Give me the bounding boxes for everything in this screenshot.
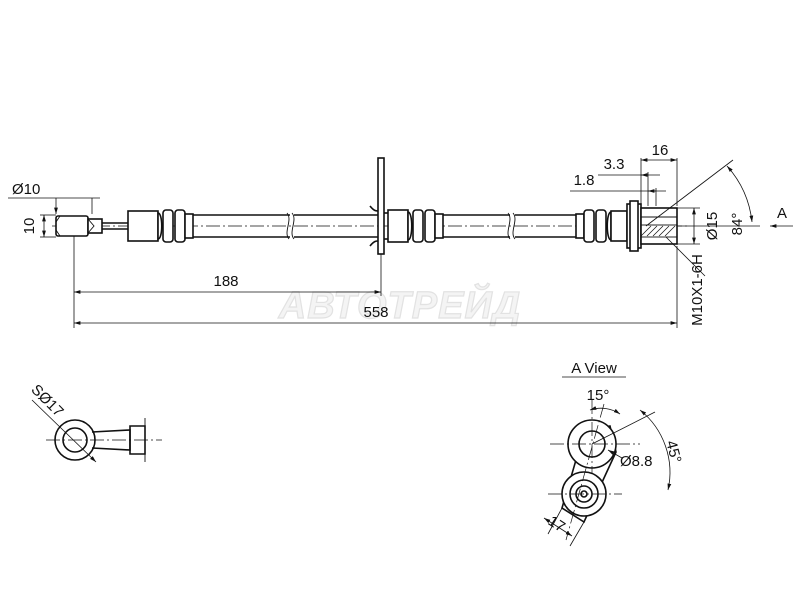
dim-w-1-8: 1.8 (574, 172, 595, 189)
section-hatch (640, 225, 676, 237)
dim-port-angle: 84° (729, 213, 746, 236)
brake-hose-assembly (52, 157, 690, 255)
watermark: АВТОТРЕЙД (278, 282, 521, 327)
a-view-angle-top: 15° (587, 387, 610, 404)
dim-thread: M10X1-6H (689, 254, 706, 326)
dim-tube-diameter: Ø10 (12, 181, 40, 198)
dim-fitting-length: 16 (652, 142, 669, 159)
dim-total-length: 558 (363, 304, 388, 321)
hose-body-right (443, 212, 578, 240)
a-view-hole: Ø8.8 (620, 453, 653, 470)
dim-w-3-3: 3.3 (604, 156, 625, 173)
dim-length-to-bracket: 188 (213, 273, 238, 290)
right-end-fitting (626, 200, 678, 252)
a-view-angle-side: 45° (662, 439, 684, 465)
a-view-title: A View (571, 360, 617, 377)
view-a-marker: A (777, 205, 787, 222)
left-end-fitting (55, 209, 194, 243)
hose-body-left (193, 212, 378, 240)
dimensions: Ø10 10 188 558 16 3.3 1.8 Ø15 (8, 142, 793, 328)
center-crimp (387, 209, 444, 243)
a-view-width: 17 (545, 513, 568, 536)
a-view-detail: A View 15° 45° Ø8.8 17 (543, 360, 684, 547)
dim-tube-height: 10 (21, 218, 38, 235)
right-crimp (575, 209, 628, 243)
side-view-detail: SØ17 (28, 381, 162, 463)
